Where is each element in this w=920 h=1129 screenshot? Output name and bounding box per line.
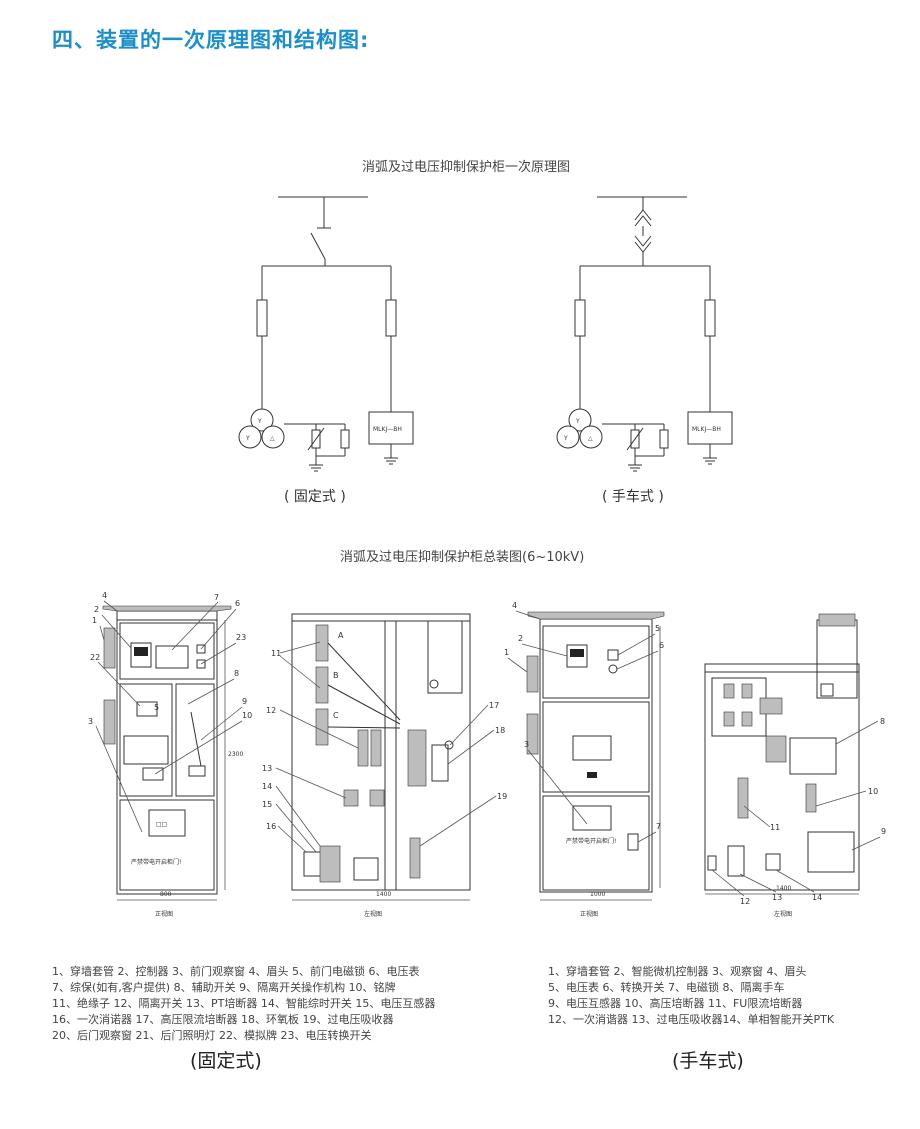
svg-text:6: 6: [659, 641, 664, 650]
svg-text:12: 12: [266, 706, 276, 715]
svg-text:Y: Y: [575, 418, 580, 425]
svg-text:□□: □□: [156, 821, 167, 828]
legend-handcart-line: 9、电压互感器 10、高压培断器 11、FU限流培断器: [548, 997, 803, 1010]
svg-text:16: 16: [266, 822, 276, 831]
dim-fixed-height: 2300: [228, 751, 243, 758]
schematic-fixed-diagram: Y Y △ MLKJ—BH: [238, 196, 414, 472]
dim-handcart-depth: 1400: [776, 885, 791, 892]
svg-text:1: 1: [504, 648, 509, 657]
legend-fixed-line: 20、后门观察窗 21、后门照明灯 22、模拟牌 23、电压转换开关: [52, 1029, 372, 1042]
svg-text:18: 18: [495, 726, 505, 735]
svg-text:23: 23: [236, 633, 246, 642]
svg-text:9: 9: [881, 827, 886, 836]
svg-text:17: 17: [489, 701, 499, 710]
legend-fixed-line: 7、综保(如有,客户提供) 8、辅助开关 9、隔离开关操作机构 10、铭牌: [52, 981, 396, 994]
svg-text:2: 2: [518, 634, 523, 643]
box-text-handcart: MLKJ—BH: [692, 426, 721, 433]
svg-text:Y: Y: [245, 435, 250, 442]
legend-fixed: 1、穿墙套管 2、控制器 3、前门观察窗 4、眉头 5、前门电磁锁 6、电压表 …: [52, 964, 435, 1044]
svg-text:△: △: [270, 435, 275, 442]
svg-text:14: 14: [262, 782, 272, 791]
view-label-2: 左视图: [364, 910, 382, 918]
svg-text:12: 12: [740, 897, 750, 906]
svg-text:8: 8: [880, 717, 885, 726]
view-label-3: 正视图: [580, 910, 598, 918]
svg-text:7: 7: [214, 593, 219, 602]
dim-fixed-width: 800: [160, 891, 172, 898]
schematic-title: 消弧及过电压抑制保护柜一次原理图: [362, 160, 571, 175]
svg-text:6: 6: [235, 599, 240, 608]
fixed-side-view: A B C 11 12 13 14 15 16 17 18 19: [262, 613, 507, 901]
svg-text:14: 14: [812, 893, 822, 902]
fixed-front-view: □□ 4 2 1 22 3 7 6 23 5 8 9 10 严禁带电开启柜门!: [88, 591, 252, 901]
svg-text:B: B: [333, 671, 339, 680]
assembly-title: 消弧及过电压抑制保护柜总装图(6~10kV): [340, 550, 585, 565]
svg-text:C: C: [333, 711, 339, 720]
svg-text:1: 1: [92, 616, 97, 625]
caption-handcart: (手车式): [672, 1050, 744, 1072]
section-heading: 四、装置的一次原理图和结构图:: [52, 28, 370, 52]
svg-text:Y: Y: [563, 435, 568, 442]
svg-text:Y: Y: [257, 418, 262, 425]
svg-text:7: 7: [656, 822, 661, 831]
svg-text:4: 4: [512, 601, 517, 610]
svg-text:5: 5: [655, 624, 660, 633]
schematic-label-fixed: ( 固定式 ): [284, 489, 346, 505]
svg-text:A: A: [338, 631, 344, 640]
schematic-label-handcart: ( 手车式 ): [602, 489, 664, 505]
legend-fixed-line: 11、绝缘子 12、隔离开关 13、PT培断器 14、智能综时开关 15、电压互…: [52, 997, 436, 1010]
view-label-1: 正视图: [155, 910, 173, 918]
legend-handcart: 1、穿墙套管 2、智能微机控制器 3、观察窗 4、眉头 5、电压表 6、转换开关…: [548, 964, 834, 1028]
svg-text:13: 13: [772, 893, 782, 902]
dim-fixed-depth: 1400: [376, 891, 391, 898]
schematic-handcart-diagram: Y Y △ MLKJ—BH: [556, 196, 733, 472]
svg-text:3: 3: [524, 740, 529, 749]
legend-fixed-line: 1、穿墙套管 2、控制器 3、前门观察窗 4、眉头 5、前门电磁锁 6、电压表: [52, 965, 420, 978]
svg-text:11: 11: [271, 649, 281, 658]
svg-text:8: 8: [234, 669, 239, 678]
legend-handcart-line: 12、一次消谐器 13、过电压吸收器14、单相智能开关PTK: [548, 1013, 835, 1026]
svg-text:3: 3: [88, 717, 93, 726]
handcart-front-view: 4 2 1 3 5 6 7 严禁带电开启柜门!: [504, 601, 665, 901]
dim-handcart-width: 1000: [590, 891, 605, 898]
svg-text:11: 11: [770, 823, 780, 832]
box-text-fixed: MLKJ—BH: [373, 426, 402, 433]
handcart-side-view: 8 10 11 9 12 13 14: [704, 613, 886, 906]
svg-text:△: △: [588, 435, 593, 442]
legend-fixed-line: 16、一次消诺器 17、高压限流培断器 18、环氧板 19、过电压吸收器: [52, 1013, 394, 1026]
legend-handcart-line: 5、电压表 6、转换开关 7、电磁锁 8、隔离手车: [548, 981, 785, 994]
legend-handcart-line: 1、穿墙套管 2、智能微机控制器 3、观察窗 4、眉头: [548, 965, 807, 978]
warning-fixed: 严禁带电开启柜门!: [131, 858, 181, 866]
svg-text:10: 10: [868, 787, 878, 796]
svg-text:13: 13: [262, 764, 272, 773]
view-label-4: 左视图: [774, 910, 792, 918]
svg-text:10: 10: [242, 711, 252, 720]
svg-text:2: 2: [94, 605, 99, 614]
svg-text:22: 22: [90, 653, 100, 662]
svg-text:4: 4: [102, 591, 107, 600]
svg-text:5: 5: [154, 703, 159, 712]
warning-handcart: 严禁带电开启柜门!: [566, 837, 616, 845]
svg-text:9: 9: [242, 697, 247, 706]
svg-text:15: 15: [262, 800, 272, 809]
svg-text:19: 19: [497, 792, 507, 801]
caption-fixed: (固定式): [190, 1050, 262, 1072]
